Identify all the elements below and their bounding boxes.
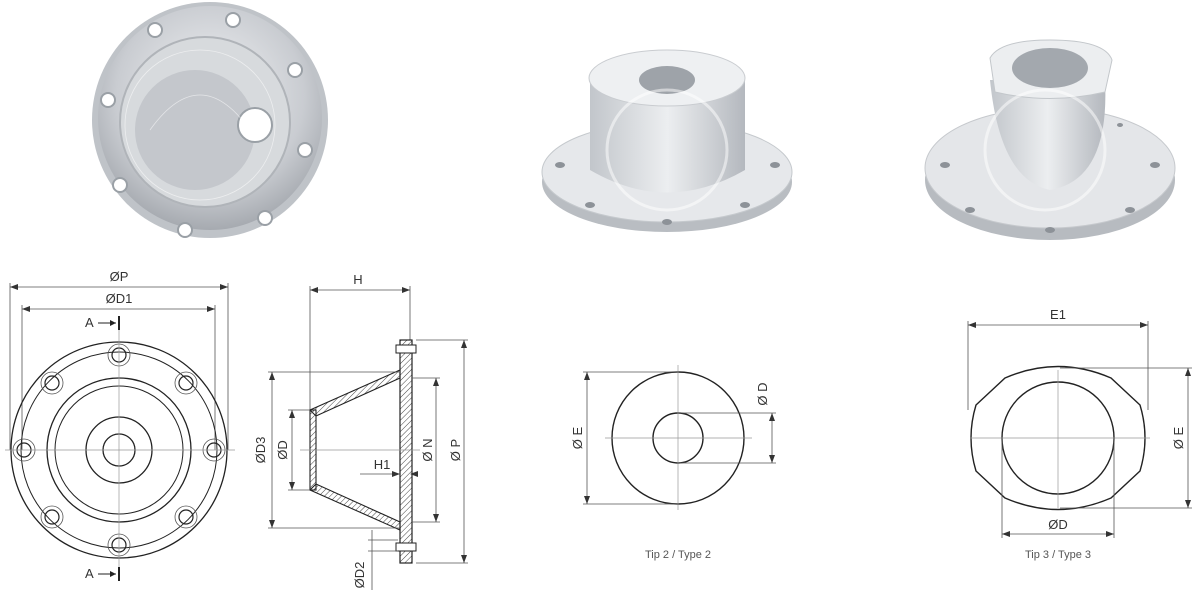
section-a-bottom: A — [85, 566, 94, 581]
dim-n-label: Ø N — [420, 438, 435, 461]
dim-h-label: H — [353, 272, 362, 287]
dim-e-type2-label: Ø E — [570, 426, 585, 449]
type2-caption: Tip 2 / Type 2 — [645, 549, 711, 561]
dim-e1-label: E1 — [1050, 307, 1066, 322]
dim-d3-label: ØD3 — [253, 437, 268, 464]
dim-d-side-label: ØD — [275, 440, 290, 460]
section-a-top: A — [85, 315, 94, 330]
dim-p-side-label: Ø P — [448, 439, 463, 461]
flange-render-rear — [92, 2, 328, 238]
type3-caption: Tip 3 / Type 3 — [1025, 549, 1091, 561]
flange-front-view: ØP ØD1 A — [5, 269, 235, 581]
flange-section-view: H ØD3 ØD H1 Ø N — [253, 272, 468, 590]
type2-top-view: Ø E Ø D Tip 2 / Type 2 — [570, 365, 776, 561]
type3-render — [924, 39, 1176, 240]
dim-e-type3-label: Ø E — [1171, 426, 1186, 449]
dim-d-type3-label: ØD — [1048, 517, 1068, 532]
dim-h1-label: H1 — [374, 457, 391, 472]
dim-d-type2-label: Ø D — [755, 382, 770, 405]
type3-top-view: E1 Ø E ØD Tip 3 / Type 3 — [967, 307, 1192, 561]
type2-render — [541, 49, 793, 232]
dim-p-label: ØP — [110, 269, 129, 284]
dim-d1-label: ØD1 — [106, 291, 133, 306]
dim-d2-label: ØD2 — [352, 562, 367, 589]
